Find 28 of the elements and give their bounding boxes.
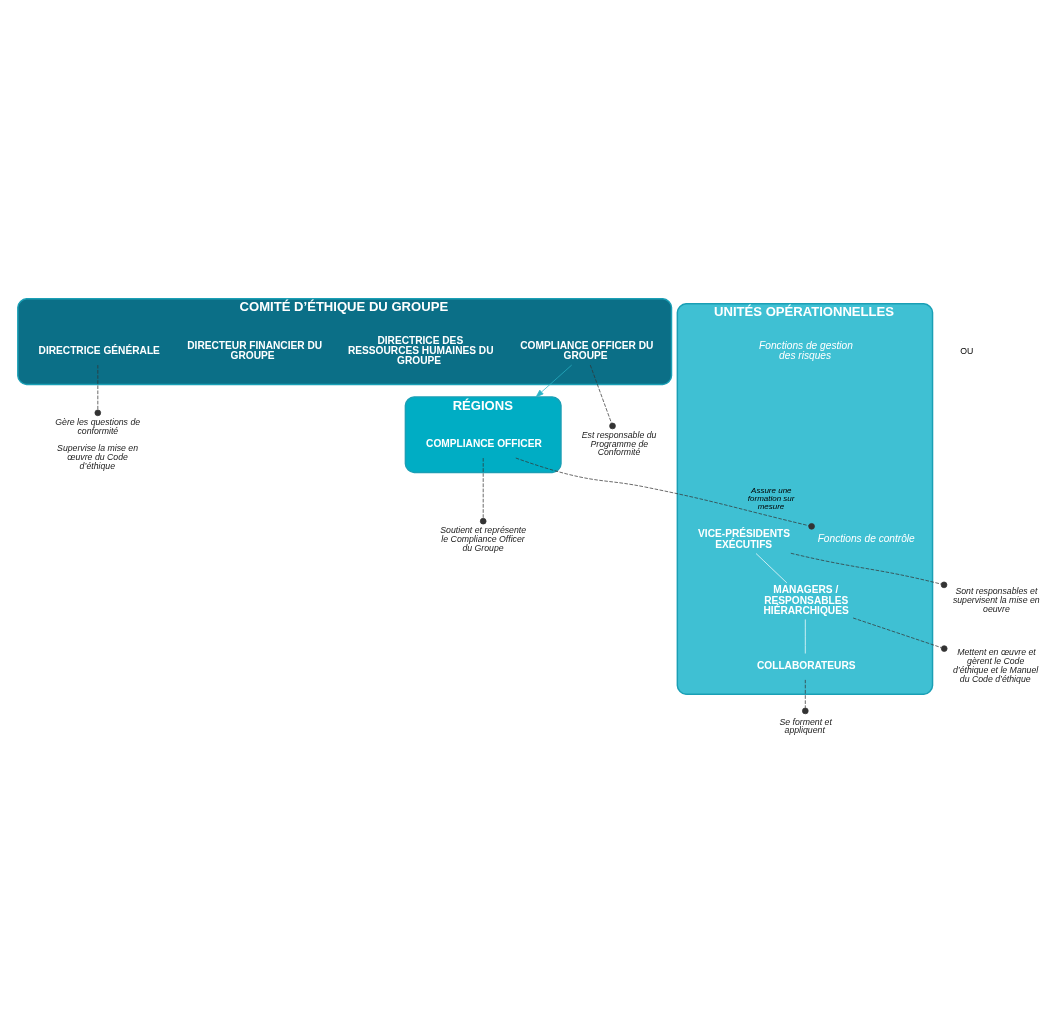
node-text: Se forment et appliquent — [779, 716, 832, 735]
connector — [852, 617, 948, 652]
connector — [94, 364, 102, 416]
node-text: COLLABORATEURS — [756, 659, 856, 671]
node-text: COMPLIANCE OFFICER DU GROUPE — [520, 339, 654, 361]
connector — [479, 457, 487, 524]
node-text: Est responsable du Programme de Conformité — [581, 429, 657, 457]
node-text: Mettent en œuvre et gèrent le Code d’éthique et le Manuel du Code d’éthique — [952, 646, 1039, 684]
node-text: COMPLIANCE OFFICER — [426, 437, 542, 449]
connector — [589, 364, 616, 429]
node-text: Fonctions de gestion des risques — [759, 339, 853, 361]
node-text: Gère les questions de conformité Supervise la mise en œuvre du Code d’éthique — [55, 416, 141, 471]
node-text: Sont responsables et supervisent la mise en oeuvre — [952, 585, 1040, 614]
node-text: MANAGERS / RESPONSABLES HIÉRARCHIQUES — [763, 583, 849, 616]
connector — [755, 552, 788, 583]
connector — [515, 457, 815, 530]
node-text: Fonctions de contrôle — [817, 532, 915, 544]
node-text: Soutient et représente le Compliance Officer du Groupe — [440, 524, 527, 553]
connector — [804, 618, 806, 654]
node-text: DIRECTRICE DES RESSOURCES HUMAINES DU GROUPE — [347, 334, 494, 366]
edge-label: Assure une formation sur mesure — [747, 485, 795, 511]
connector — [790, 552, 948, 588]
connector — [802, 679, 809, 714]
node-text: DIRECTEUR FINANCIER DU GROUPE — [187, 339, 323, 361]
node-text: VICE-PRÉSIDENTS EXÉCUTIFS — [698, 527, 791, 550]
arrow — [535, 364, 573, 397]
label: OU — [960, 345, 974, 356]
node-text: DIRECTRICE GÉNÉRALE — [38, 344, 160, 356]
